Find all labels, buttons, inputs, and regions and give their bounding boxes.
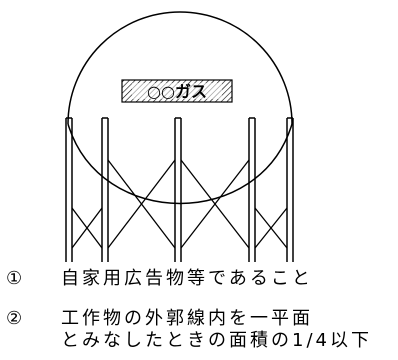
tank-sphere-bottom xyxy=(67,123,293,205)
support-legs xyxy=(65,117,294,262)
tank-sphere-outline xyxy=(67,11,293,125)
signboard: ○○ガス xyxy=(121,79,233,103)
cross-bracing xyxy=(71,159,288,249)
condition-1-text: 自家用広告物等であること xyxy=(61,268,313,289)
signboard-text: ○○ガス xyxy=(147,82,207,101)
condition-2-text-line1: 工作物の外郭線内を一平面 xyxy=(61,308,313,329)
gas-tank-diagram: ○○ガス xyxy=(65,11,294,262)
condition-1-number: ① xyxy=(6,268,26,289)
condition-2-number: ② xyxy=(6,308,26,329)
condition-2-text-line2: とみなしたときの面積の1/4以下 xyxy=(61,330,372,351)
